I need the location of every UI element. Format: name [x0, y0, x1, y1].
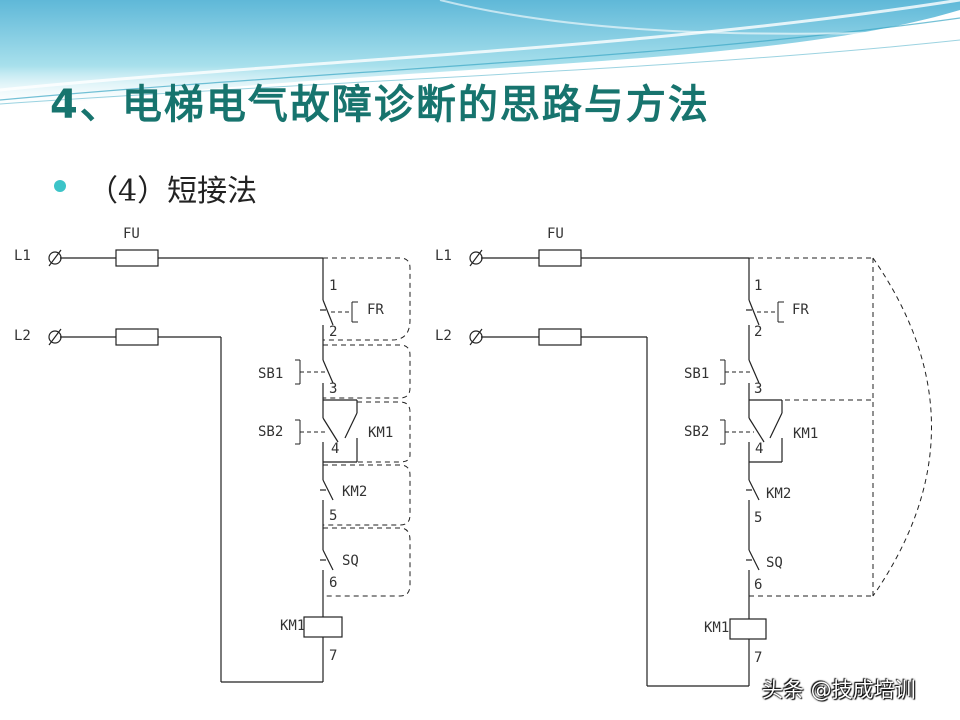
- fuse-l2: [115, 328, 159, 346]
- node-label: 7: [754, 650, 762, 666]
- coil-km1: [729, 618, 767, 640]
- node-label: 3: [329, 381, 337, 397]
- label-l1: L1: [435, 248, 452, 264]
- node-label: 1: [754, 278, 762, 294]
- label-sq: SQ: [766, 555, 783, 571]
- circuit-diagram-right: FU L1 L2 1 2 3 4 5 6 7 FR SB1 SB2 KM1 KM…: [435, 226, 932, 687]
- label-fr: FR: [792, 302, 809, 318]
- label-sb1: SB1: [258, 366, 283, 382]
- header-decoration: [0, 0, 960, 110]
- node-label: 6: [754, 577, 762, 593]
- label-sb1: SB1: [684, 366, 709, 382]
- slide-title: 4、电梯电气故障诊断的思路与方法: [50, 82, 710, 128]
- fuse-l1: [538, 249, 582, 267]
- label-km1-coil: KM1: [280, 618, 305, 634]
- label-l2: L2: [14, 328, 31, 344]
- terminal-l2: [48, 328, 62, 346]
- circuit-diagram-left: FU L1 L2 1 2 3 4 5 6 7 FR SB1 SB2 KM1 KM…: [14, 226, 411, 683]
- label-fu: FU: [547, 226, 564, 242]
- node-label: 5: [754, 510, 762, 526]
- node-label: 5: [329, 508, 337, 524]
- label-sb2: SB2: [684, 424, 709, 440]
- label-km2: KM2: [342, 484, 367, 500]
- label-l2: L2: [435, 328, 452, 344]
- label-fu: FU: [123, 226, 140, 242]
- label-km1-coil: KM1: [704, 620, 729, 636]
- terminal-l2: [469, 328, 483, 346]
- label-sb2: SB2: [258, 424, 283, 440]
- watermark: 头条 @技成培训: [762, 678, 916, 702]
- left-wiring: [60, 257, 358, 683]
- fuse-l2: [538, 328, 582, 346]
- shorting-loops: [323, 257, 411, 597]
- label-km2: KM2: [766, 486, 791, 502]
- label-fr: FR: [367, 302, 384, 318]
- node-label: 6: [329, 575, 337, 591]
- terminal-l1: [48, 249, 62, 267]
- node-label: 4: [755, 441, 763, 457]
- node-label: 4: [331, 441, 339, 457]
- label-km1-contact: KM1: [793, 426, 818, 442]
- node-label: 2: [329, 324, 337, 340]
- right-wiring: [481, 257, 783, 687]
- terminal-l1: [469, 249, 483, 267]
- node-label: 1: [329, 278, 337, 294]
- slide-subtitle: （4）短接法: [88, 174, 258, 209]
- node-label: 3: [754, 381, 762, 397]
- node-label: 2: [754, 324, 762, 340]
- coil-km1: [303, 616, 343, 638]
- shorting-lines: [749, 257, 932, 597]
- label-l1: L1: [14, 248, 31, 264]
- label-km1-contact: KM1: [368, 425, 393, 441]
- label-sq: SQ: [342, 553, 359, 569]
- bullet-dot: [54, 180, 66, 192]
- node-label: 7: [329, 648, 337, 664]
- fuse-l1: [115, 249, 159, 267]
